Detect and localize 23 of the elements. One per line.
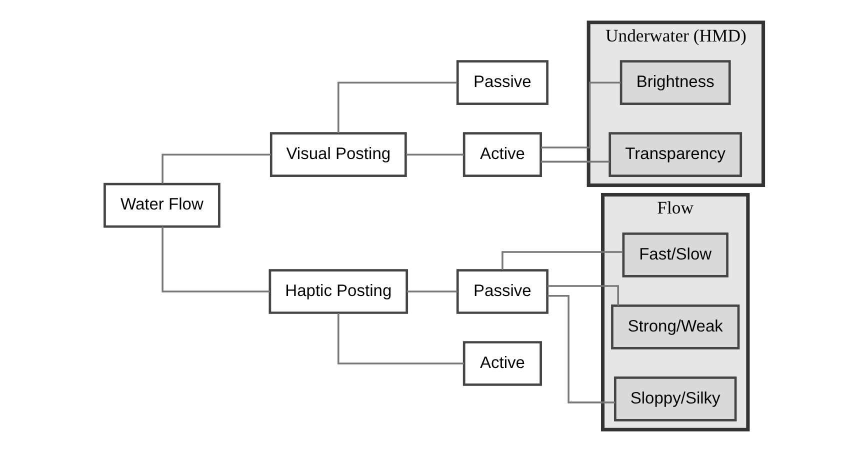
connector bbox=[501, 251, 622, 270]
connector bbox=[161, 154, 270, 184]
connector bbox=[161, 226, 270, 292]
node-box: Fast/Slow bbox=[622, 232, 728, 278]
connector bbox=[540, 82, 620, 148]
node-box: Visual Posting bbox=[269, 132, 406, 178]
connector bbox=[406, 290, 457, 292]
node-box: Haptic Posting bbox=[268, 269, 408, 314]
node-box: Sloppy/Silky bbox=[613, 376, 736, 422]
node-box: Active bbox=[462, 132, 542, 178]
node-box: Strong/Weak bbox=[610, 304, 740, 350]
node-box: Passive bbox=[456, 60, 548, 106]
node-box: Passive bbox=[456, 269, 548, 314]
connector bbox=[540, 160, 610, 163]
node-box: Water Flow bbox=[103, 182, 220, 228]
node-box: Brightness bbox=[619, 60, 730, 106]
connector bbox=[337, 82, 457, 133]
node-box: Transparency bbox=[608, 132, 742, 178]
node-box: Active bbox=[462, 341, 542, 386]
connector bbox=[547, 285, 618, 306]
connector bbox=[337, 313, 464, 364]
connector bbox=[406, 154, 464, 156]
connector bbox=[547, 294, 615, 404]
